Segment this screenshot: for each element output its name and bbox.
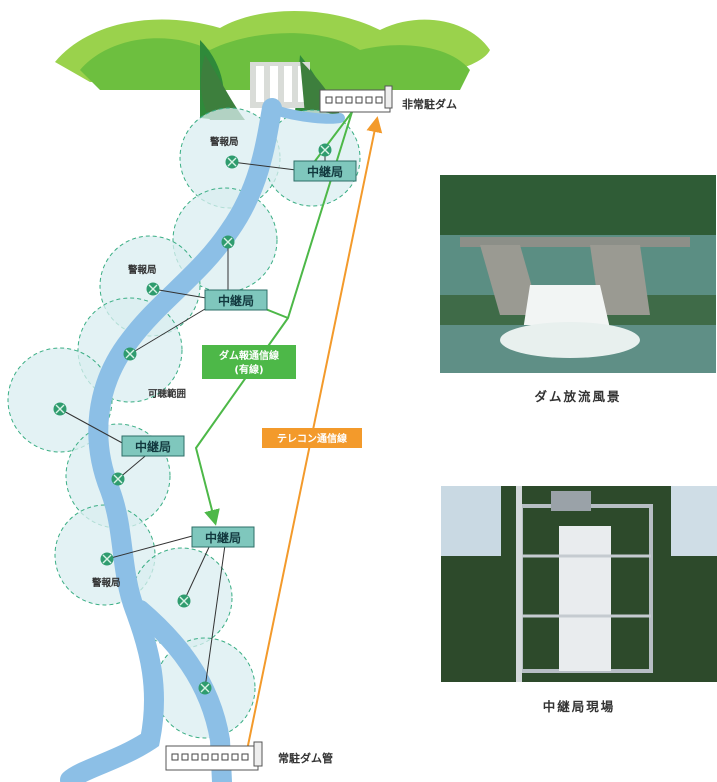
warning-station	[123, 347, 137, 361]
svg-text:中継局: 中継局	[218, 293, 254, 308]
svg-text:ダム報通信線: ダム報通信線	[219, 349, 279, 362]
control-dam-label: 常駐ダム管	[278, 751, 333, 765]
audible-range-label: 可聴範囲	[148, 388, 186, 400]
svg-text:中継局: 中継局	[307, 164, 343, 179]
remote-dam-label: 非常駐ダム	[402, 97, 457, 111]
relay-station-caption: 中継局現場	[542, 699, 616, 714]
wired-line-tag: ダム報通信線 (有線)	[202, 345, 296, 379]
control-dam-building	[165, 741, 263, 771]
relay-station-photo	[441, 486, 717, 682]
dam-discharge-photo	[440, 175, 716, 373]
connection-lines	[59, 150, 326, 689]
warning-station-label: 警報局	[128, 264, 157, 276]
relay-station-1: 中継局	[293, 160, 357, 182]
warning-station	[318, 143, 332, 157]
warning-station	[146, 282, 160, 296]
svg-text:テレコン通信線: テレコン通信線	[277, 432, 347, 445]
warning-station-label: 警報局	[92, 577, 121, 589]
river	[60, 98, 345, 782]
warning-station	[198, 681, 212, 695]
warning-station-label: 警報局	[210, 136, 239, 148]
svg-text:中継局: 中継局	[205, 530, 241, 545]
svg-text:(有線): (有線)	[234, 363, 263, 376]
telecon-line-tag: テレコン通信線	[262, 428, 362, 448]
relay-station-2: 中継局	[204, 289, 268, 311]
dam-discharge-caption: ダム放流風景	[534, 389, 622, 404]
warning-stations	[53, 143, 332, 695]
svg-text:中継局: 中継局	[135, 439, 171, 454]
warning-station	[221, 235, 235, 249]
warning-station	[177, 594, 191, 608]
relay-station-4: 中継局	[191, 526, 255, 548]
remote-dam-building	[319, 85, 393, 113]
warning-station	[53, 402, 67, 416]
warning-station	[100, 552, 114, 566]
relay-station-3: 中継局	[121, 435, 185, 457]
warning-station	[111, 472, 125, 486]
warning-station	[225, 155, 239, 169]
